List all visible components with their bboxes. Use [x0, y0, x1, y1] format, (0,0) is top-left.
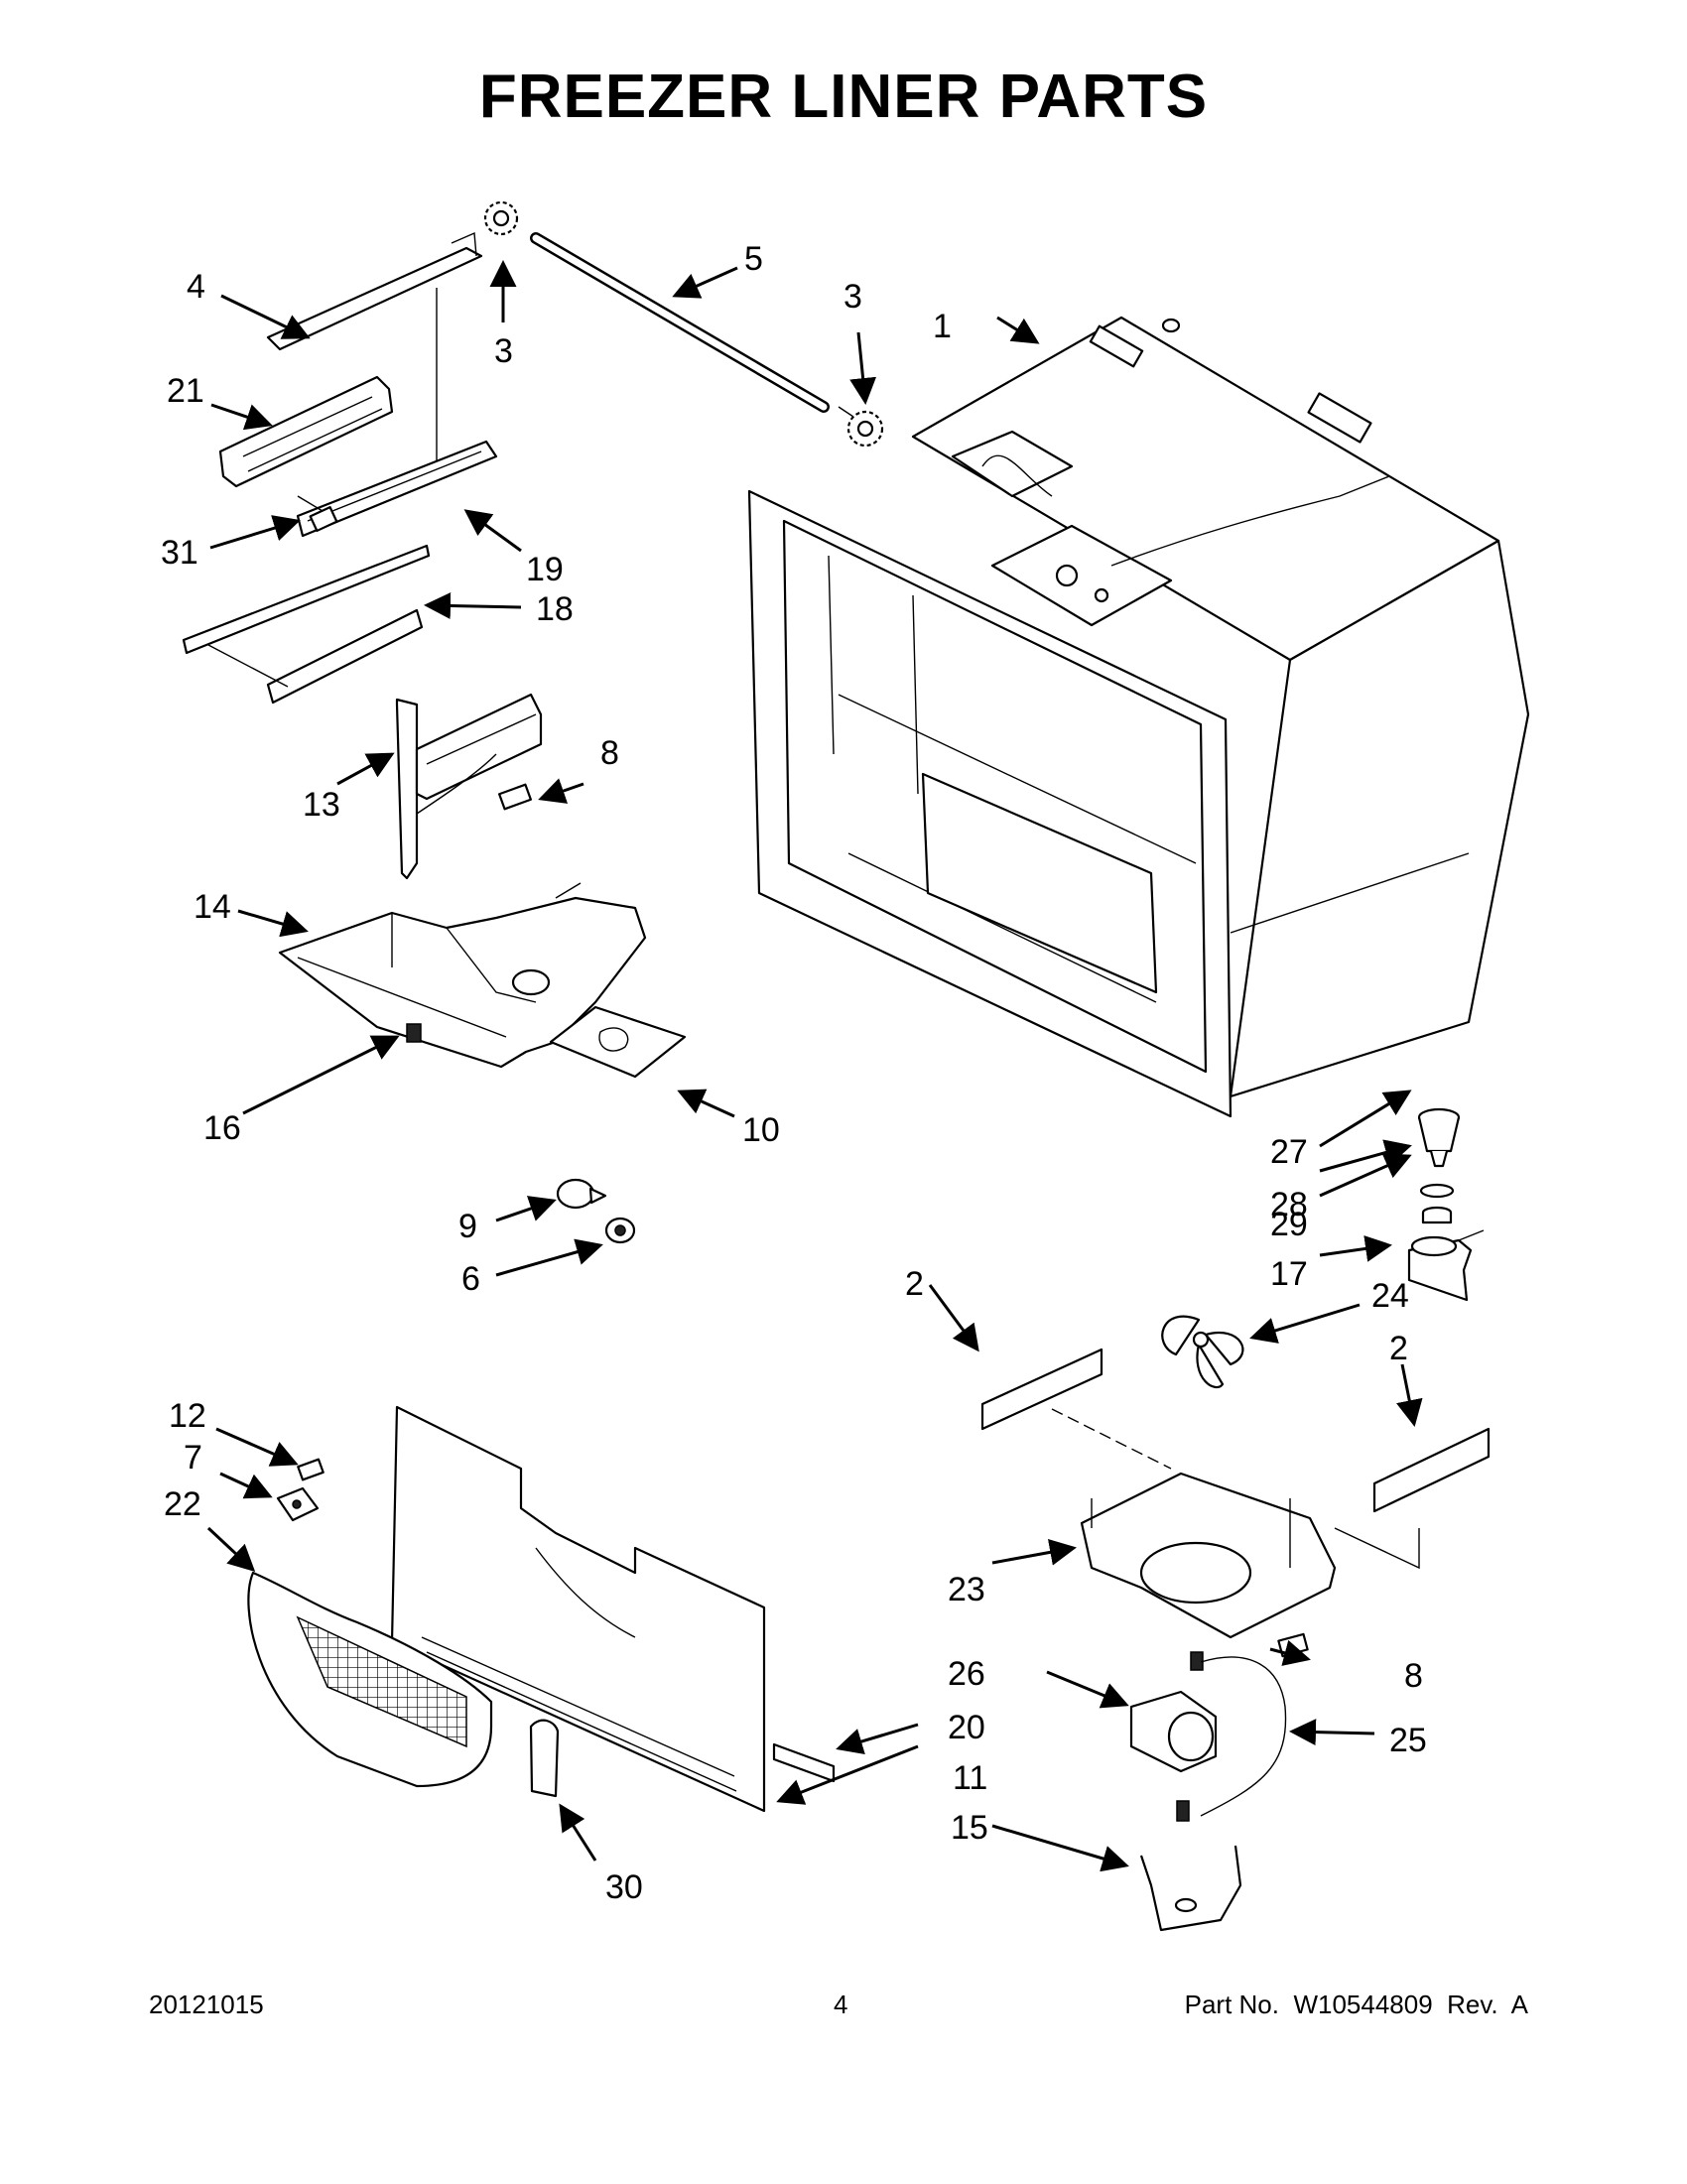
- gear-left: [483, 200, 519, 236]
- footer-page-number: 4: [834, 1990, 848, 2019]
- callout-14: 14: [194, 888, 231, 926]
- callout-2: 2: [905, 1265, 924, 1303]
- callout-9: 9: [458, 1208, 477, 1245]
- footer-date: 20121015: [149, 1990, 264, 2019]
- motor-bracket: [1139, 1800, 1242, 1932]
- fan-shroud: [1051, 1408, 1420, 1639]
- callout-numbers: 1 2 2 3 3 4 5 6 7 8 8 9 10 11 12 13 14 1…: [161, 240, 1427, 1906]
- callout-25: 25: [1389, 1722, 1427, 1759]
- clip-7: [276, 1486, 320, 1522]
- callout-16: 16: [203, 1109, 241, 1147]
- callout-31: 31: [161, 534, 198, 572]
- screw-31: [297, 495, 338, 532]
- callout-20: 20: [948, 1709, 985, 1746]
- callout-10: 10: [742, 1111, 780, 1149]
- fan-blade: [1161, 1315, 1244, 1389]
- callout-27: 27: [1270, 1133, 1308, 1171]
- pad-left: [980, 1348, 1103, 1431]
- rail-bracket: [218, 375, 394, 488]
- callout-29: 29: [1270, 1206, 1308, 1243]
- callout-18: 18: [536, 590, 574, 628]
- callout-8: 8: [600, 734, 619, 772]
- gear-right: [838, 406, 884, 448]
- pad-right: [1372, 1427, 1491, 1513]
- gasket-10: [549, 1005, 687, 1079]
- callout-24: 24: [1371, 1277, 1409, 1315]
- drain-cup: [1417, 1107, 1461, 1168]
- tab-30: [529, 1719, 560, 1798]
- drain-trough: [1407, 1229, 1485, 1302]
- mounting-bracket: [395, 698, 419, 880]
- fan-motor: [1129, 1651, 1218, 1773]
- screw-8-upper: [498, 783, 532, 811]
- callout-3: 3: [494, 332, 513, 370]
- rail-upper: [266, 246, 483, 351]
- callout-5: 5: [744, 240, 763, 278]
- callout-19: 19: [526, 551, 564, 588]
- callout-30: 30: [605, 1868, 643, 1906]
- callout-15: 15: [951, 1809, 988, 1847]
- freezer-liner-tub: [747, 316, 1530, 1118]
- callout-2: 2: [1389, 1330, 1408, 1367]
- wire-harness: [1200, 1656, 1287, 1817]
- callout-21: 21: [167, 372, 204, 410]
- grille-cover: [247, 1571, 493, 1788]
- callout-12: 12: [169, 1397, 206, 1435]
- callout-22: 22: [164, 1485, 201, 1523]
- callout-26: 26: [948, 1655, 985, 1693]
- callout-23: 23: [948, 1571, 985, 1608]
- callout-28: 28: [1270, 1186, 1308, 1223]
- page-title: FREEZER LINER PARTS: [478, 63, 1209, 131]
- callout-7: 7: [184, 1439, 202, 1477]
- footer-part-number: Part No. W10544809 Rev. A: [1184, 1990, 1528, 2019]
- callout-17: 17: [1270, 1255, 1308, 1293]
- callout-13: 13: [303, 786, 340, 824]
- callout-arrows: [206, 260, 1423, 1872]
- foam-strip: [772, 1742, 836, 1783]
- bulb-socket: [604, 1217, 636, 1244]
- callout-6: 6: [461, 1260, 480, 1298]
- rear-panel: [390, 1405, 766, 1813]
- rail-lower: [182, 544, 431, 655]
- o-ring: [1419, 1183, 1455, 1199]
- light-bulb: [556, 1178, 607, 1210]
- callout-11: 11: [953, 1759, 987, 1797]
- screw-12: [297, 1458, 324, 1481]
- callout-8: 8: [1404, 1657, 1423, 1695]
- callout-4: 4: [187, 268, 205, 306]
- callout-1: 1: [933, 308, 952, 345]
- drain-plug: [1421, 1206, 1453, 1224]
- clip-16: [406, 1023, 422, 1043]
- callout-3: 3: [844, 278, 862, 316]
